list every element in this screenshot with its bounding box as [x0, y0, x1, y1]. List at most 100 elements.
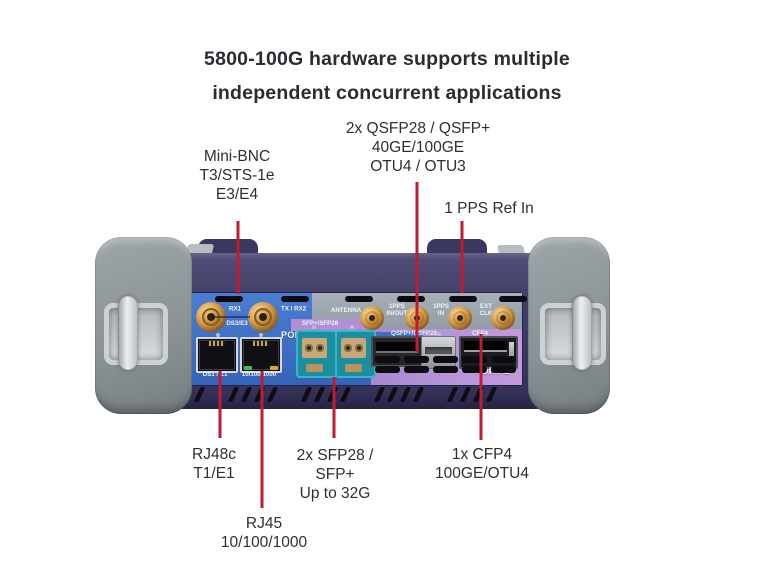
callout-text: 10/100/1000	[220, 534, 308, 551]
vent-slot	[345, 296, 373, 302]
activity-led	[270, 366, 278, 370]
vent-slot	[375, 366, 400, 373]
callout-text: SFP+	[315, 466, 355, 483]
vent-slot	[449, 296, 477, 302]
sfp-label: SFP+/SFP28	[301, 320, 339, 327]
callout-rj48c: RJ48c T1/E1	[192, 445, 236, 483]
callout-text: Mini-BNC	[203, 148, 271, 165]
vent-slash	[485, 387, 498, 402]
callout-text: Up to 32G	[299, 485, 371, 502]
sfp-latch	[306, 364, 323, 372]
vent-slot	[215, 296, 243, 302]
vent-slash	[266, 387, 279, 402]
lc-duplex-connector	[341, 338, 366, 358]
sfp-cage-1	[296, 330, 337, 378]
vent-slot	[462, 366, 487, 373]
callout-text: T3/STS-1e	[199, 167, 275, 184]
vent-slash	[193, 387, 206, 402]
callout-qsfp28: 2x QSFP28 / QSFP+ 40GE/100GE OTU4 / OTU3	[346, 119, 490, 176]
callout-line-qsfp28	[415, 182, 419, 352]
vent-slot	[433, 366, 458, 373]
vent-slash	[459, 387, 472, 402]
vent-slash	[472, 387, 485, 402]
eth-speed-label: 10/100/1000	[241, 371, 277, 378]
callout-text: 40GE/100GE	[371, 139, 465, 156]
vent-group	[373, 387, 429, 403]
callout-text: T1/E1	[193, 465, 235, 482]
connector-panel: RX1 TX / RX2 DS3/E3 PORT 2 DS1 / E1 10/1…	[184, 292, 527, 386]
ext-clk-label: EXT CLK	[461, 303, 511, 317]
link-led	[244, 366, 252, 370]
rj48c-port	[196, 337, 238, 373]
callout-cfp4: 1x CFP4 100GE/OTU4	[435, 445, 529, 483]
label-line: 1PPS	[433, 303, 449, 310]
vent-group	[446, 387, 502, 403]
cfp4-label: CFP4	[455, 330, 505, 337]
vent-slot	[499, 296, 527, 302]
status-led	[216, 333, 220, 337]
callout-text: 100GE/OTU4	[435, 465, 529, 482]
vent-slot	[375, 356, 400, 363]
callout-line-pps-ref-in	[460, 221, 464, 293]
bnc-link-line	[212, 316, 250, 318]
callout-line-rj45	[260, 371, 264, 508]
callout-pps-ref-in: 1 PPS Ref In	[444, 199, 534, 218]
pps-inout-label: 1PPS IN/OUT	[372, 303, 422, 317]
status-led	[437, 332, 441, 336]
callout-line-rj48c	[218, 371, 222, 438]
ds1-e1-label: DS1 / E1	[202, 371, 228, 378]
label-line: EXT	[479, 303, 493, 310]
callout-text: 2x SFP28 /	[296, 447, 374, 464]
callout-text: RJ48c	[192, 446, 236, 463]
rx1-label: RX1	[229, 305, 242, 313]
pps-in-label: 1PPS IN	[416, 303, 466, 317]
callout-text: 1 PPS Ref In	[444, 200, 534, 217]
ds3-e3-label: DS3/E3	[226, 320, 248, 327]
status-led	[312, 325, 316, 329]
mini-bnc-tx-rx2-connector	[248, 302, 278, 332]
vent-slot	[491, 356, 516, 363]
callout-text: OTU4 / OTU3	[370, 158, 466, 175]
vent-slash	[313, 387, 326, 402]
mini-bnc-rx1-connector	[196, 302, 226, 332]
callout-line-cfp4	[479, 334, 483, 440]
vent-slot	[397, 296, 425, 302]
title-line-2: independent concurrent applications	[212, 82, 562, 104]
right-latch-loop	[572, 296, 592, 370]
vent-slash	[412, 387, 425, 402]
vent-slash	[339, 387, 352, 402]
qsfp-label: QSFP+/QSFP28	[390, 330, 437, 337]
status-led	[350, 325, 354, 329]
callout-text: RJ45	[245, 515, 283, 532]
vent-group	[300, 387, 356, 403]
vent-slot	[433, 356, 458, 363]
vent-slash	[240, 387, 253, 402]
vent-slash	[386, 387, 399, 402]
sfp-latch	[345, 364, 362, 372]
vent-slash	[253, 387, 266, 402]
cfp4-port	[459, 336, 518, 369]
vent-slot	[404, 356, 429, 363]
callout-line-mini-bnc	[236, 221, 240, 294]
callout-rj45: RJ45 10/100/1000	[221, 514, 307, 552]
antenna-label: ANTENNA	[330, 307, 362, 314]
qsfp-port-2	[421, 336, 456, 369]
vent-slot	[491, 366, 516, 373]
status-led	[259, 333, 263, 337]
rj45-ethernet-port	[240, 337, 282, 373]
vent-slot	[404, 366, 429, 373]
title-line-1: 5800-100G hardware supports multiple	[204, 48, 570, 70]
label-line: CLK	[479, 309, 493, 317]
left-latch-loop	[118, 296, 138, 370]
callout-text: 1x CFP4	[451, 446, 513, 463]
callout-text: E3/E4	[215, 186, 259, 203]
tx-rx2-label: TX / RX2	[281, 305, 307, 313]
sfp-cage-2	[335, 330, 376, 378]
label-line: IN	[437, 309, 445, 317]
label-line: 1PPS	[389, 303, 405, 310]
callout-text: 2x QSFP28 / QSFP+	[345, 120, 491, 137]
pps-in-sma-connector	[448, 306, 472, 330]
ext-clk-sma-connector	[491, 306, 515, 330]
callout-line-sfp28	[332, 377, 336, 438]
